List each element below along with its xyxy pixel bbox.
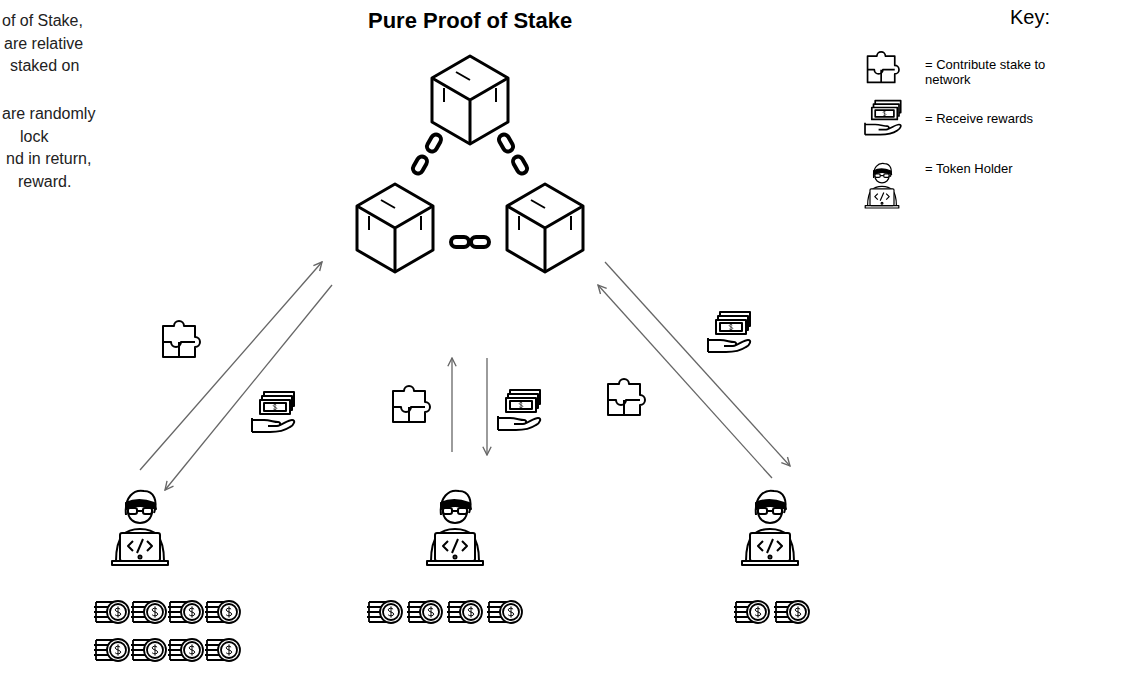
side-note: of of Stake, — [2, 12, 83, 30]
legend-heading: Key: — [1010, 6, 1050, 29]
flow-arrows — [140, 262, 790, 490]
blockchain-icon — [357, 56, 583, 272]
legend-text: = Token Holder — [925, 162, 1055, 177]
side-note: nd in return, — [6, 150, 91, 168]
key-icons — [865, 52, 901, 208]
legend-text: = Contribute stake to network — [925, 58, 1055, 88]
legend-text: = Receive rewards — [925, 112, 1055, 127]
side-note: reward. — [18, 173, 71, 191]
side-note: staked on — [10, 57, 79, 75]
side-note: are randomly — [2, 105, 95, 123]
flow-icons — [163, 312, 750, 432]
side-note: are relative — [4, 35, 83, 53]
coin-stacks — [94, 601, 809, 661]
diagram-title: Pure Proof of Stake — [368, 8, 572, 33]
side-note: lock — [20, 128, 48, 146]
token-holders — [112, 491, 798, 565]
